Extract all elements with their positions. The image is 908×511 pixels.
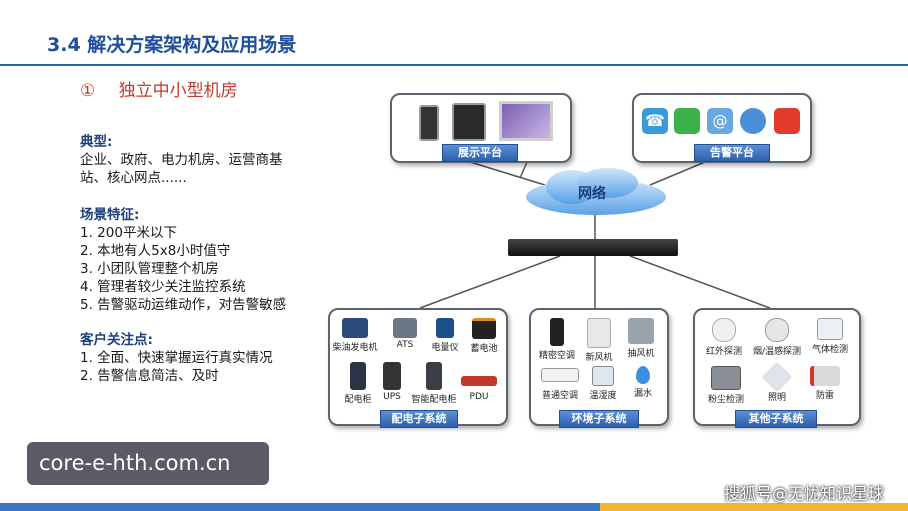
feature-item: 2. 本地有人5x8小时值守 [80, 243, 231, 259]
subtitle-number: ① [80, 81, 96, 101]
power-subsystem-label: 配电子系统 [380, 410, 458, 428]
exhaust-fan-icon [628, 318, 654, 344]
subtitle-text: 独立中小型机房 [118, 81, 238, 101]
footer-accent-bar [600, 503, 908, 511]
ats-icon [393, 318, 417, 338]
cabinet-icon [350, 362, 366, 390]
device-precision-ac: 精密空调 [535, 318, 579, 361]
concern-item: 1. 全面、快速掌握运行真实情况 [80, 350, 273, 366]
siren-icon [774, 108, 800, 134]
generator-icon [342, 318, 368, 338]
watermark: core-e-hth.com.cn [27, 442, 269, 485]
device-power-meter: 电量仪 [422, 318, 468, 353]
device-smoke-temp: 烟/温感探测 [749, 318, 805, 357]
device-battery: 蓄电池 [462, 318, 506, 354]
ups-icon [383, 362, 401, 390]
phone-icon [419, 105, 439, 141]
smoke-detector-icon [765, 318, 789, 342]
feature-item: 5. 告警驱动运维动作，对告警敏感 [80, 297, 287, 313]
page-title: 3.4 解决方案架构及应用场景 [47, 34, 297, 56]
fresh-air-icon [587, 318, 611, 348]
other-subsystem-label: 其他子系统 [735, 410, 817, 428]
tablet-icon [452, 103, 486, 141]
device-infrared: 红外探测 [697, 318, 751, 357]
typical-line: 站、核心网点...... [80, 170, 187, 186]
typical-section: 典型: 企业、政府、电力机房、运营商基 站、核心网点...... [80, 133, 283, 187]
display-platform-box: 展示平台 [390, 93, 572, 163]
network-cloud-icon [526, 168, 666, 215]
temp-humidity-icon [592, 366, 614, 386]
infrared-icon [712, 318, 736, 342]
device-temp-humidity: 温湿度 [583, 366, 623, 401]
feature-item: 4. 管理者较少关注监控系统 [80, 279, 246, 295]
feature-item: 3. 小团队管理整个机房 [80, 261, 219, 277]
feature-item: 1. 200平米以下 [80, 225, 177, 241]
concerns-heading: 客户关注点: [80, 332, 153, 348]
voice-icon [740, 108, 766, 134]
features-heading: 场景特征: [80, 207, 140, 223]
surge-protector-icon [810, 366, 840, 386]
device-exhaust-fan: 抽风机 [619, 318, 663, 359]
alarm-platform-label: 告警平台 [694, 144, 770, 162]
features-section: 场景特征: 1. 200平米以下 2. 本地有人5x8小时值守 3. 小团队管理… [80, 206, 286, 314]
email-icon: @ [707, 108, 733, 134]
device-fresh-air: 新风机 [577, 318, 621, 363]
other-subsystem-box: 红外探测 烟/温感探测 气体检测 粉尘检测 照明 防雷 其他子系统 [693, 308, 861, 428]
display-platform-label: 展示平台 [442, 144, 518, 162]
smart-cabinet-icon [426, 362, 442, 390]
ac-icon [541, 368, 579, 382]
alarm-platform-box: ☎ @ 告警平台 [632, 93, 812, 163]
water-drop-icon [636, 366, 650, 384]
monitor-icon [499, 101, 553, 141]
title-rule [0, 64, 908, 66]
network-label: 网络 [578, 186, 606, 202]
device-lightning-protection: 防雷 [801, 366, 849, 401]
env-subsystem-label: 环境子系统 [559, 410, 639, 428]
footer-bar [0, 503, 908, 511]
device-water-leak: 漏水 [623, 366, 663, 399]
gateway-device-icon [508, 239, 678, 256]
meter-icon [436, 318, 454, 338]
typical-heading: 典型: [80, 134, 113, 150]
device-smart-cabinet: 智能配电柜 [406, 362, 462, 405]
sms-icon [674, 108, 700, 134]
device-lighting: 照明 [755, 361, 799, 403]
concern-item: 2. 告警信息简洁、及时 [80, 368, 219, 384]
pdu-icon [461, 376, 497, 386]
device-pdu: PDU [454, 368, 504, 402]
precision-ac-icon [550, 318, 564, 346]
device-diesel-generator: 柴油发电机 [332, 318, 378, 353]
typical-line: 企业、政府、电力机房、运营商基 [80, 152, 283, 168]
device-ups: UPS [372, 362, 412, 402]
subtitle: ① 独立中小型机房 [80, 76, 238, 101]
env-subsystem-box: 精密空调 新风机 抽风机 普通空调 温湿度 漏水 环境子系统 [529, 308, 669, 428]
power-subsystem-box: 柴油发电机 ATS 电量仪 蓄电池 配电柜 UPS 智能配电柜 PDU 配电子系… [328, 308, 508, 428]
gas-detector-icon [817, 318, 843, 340]
telephone-icon: ☎ [642, 108, 668, 134]
dust-detector-icon [711, 366, 741, 390]
source-watermark: 搜狐号@无忧知识星球 [723, 484, 884, 503]
lighting-icon [761, 361, 793, 393]
device-ats: ATS [382, 318, 428, 350]
device-gas-detection: 气体检测 [803, 318, 857, 355]
device-ac: 普通空调 [535, 368, 585, 401]
battery-icon [472, 318, 496, 339]
device-dust-detection: 粉尘检测 [699, 366, 753, 405]
concerns-section: 客户关注点: 1. 全面、快速掌握运行真实情况 2. 告警信息简洁、及时 [80, 331, 273, 385]
device-distribution-cabinet: 配电柜 [338, 362, 378, 405]
